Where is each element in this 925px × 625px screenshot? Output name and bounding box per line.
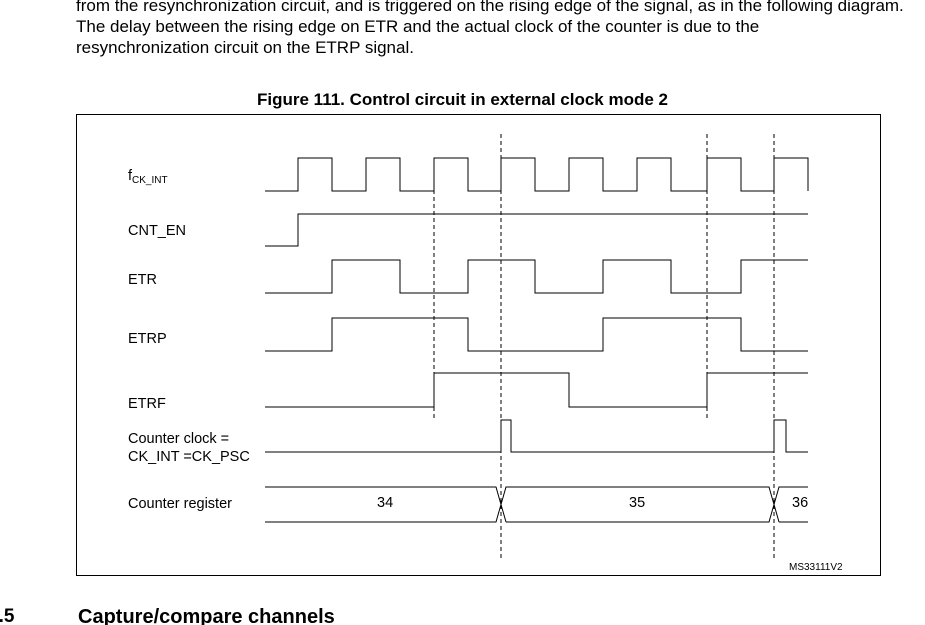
counter-value-34: 34 <box>377 495 394 511</box>
etrf-waveform <box>265 372 808 408</box>
etrp-waveform <box>265 317 808 352</box>
fck-int-label: fCK_INT <box>128 168 168 186</box>
etrf-label: ETRF <box>128 396 166 412</box>
counter-clock-label-line1: Counter clock = <box>128 431 230 447</box>
etr-label: ETR <box>128 272 157 288</box>
counter-clock-waveform <box>265 419 808 453</box>
counter-value-36: 36 <box>792 495 809 511</box>
counter-register-label: Counter register <box>128 496 232 512</box>
counter-clock-label-line2: CK_INT =CK_PSC <box>128 449 250 465</box>
section-title: Capture/compare channels <box>78 606 335 625</box>
paragraph-line-2: resynchronization circuit on the ETRP si… <box>76 38 414 57</box>
paragraph-line-1: The delay between the rising edge on ETR… <box>76 17 760 36</box>
cnt-en-waveform <box>265 213 808 247</box>
fck-int-waveform <box>265 157 809 192</box>
cnt-en-label: CNT_EN <box>128 223 187 239</box>
etrp-label: ETRP <box>128 331 167 347</box>
etr-waveform <box>265 259 808 294</box>
counter-register-bus <box>265 486 808 523</box>
figure-title: Figure 111. Control circuit in external … <box>257 90 668 109</box>
body-paragraph: from the resynchronization circuit, and … <box>76 0 906 58</box>
clipped-text-line: from the resynchronization circuit, and … <box>76 0 904 15</box>
section-number: 3.5 <box>0 606 15 625</box>
counter-value-35: 35 <box>629 495 646 511</box>
figure-code: MS33111V2 <box>789 562 843 573</box>
timing-diagram-frame <box>76 114 881 576</box>
